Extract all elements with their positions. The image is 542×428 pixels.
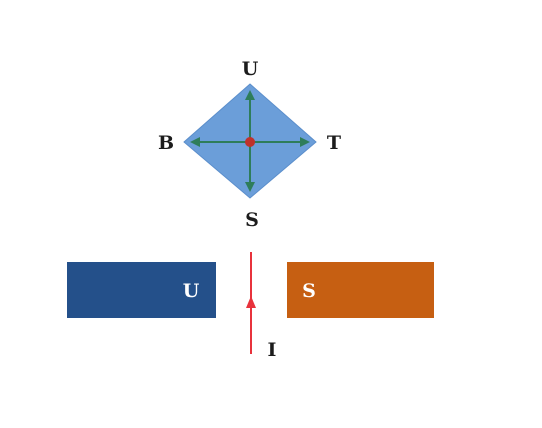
compass-label-bottom: S [245,209,259,231]
magnet-left-label: U [183,280,200,302]
magnet-right-body [287,262,434,318]
current-wire: I [246,252,277,361]
compass-label-top: U [242,58,259,80]
magnet-left: U [67,262,216,318]
magnet-left-body [67,262,216,318]
compass-label-right: T [327,132,341,154]
magnet-right: S [287,262,434,318]
compass: U B T S [158,58,341,231]
current-label: I [268,339,277,361]
compass-center-dot [245,137,255,147]
magnet-right-label: S [302,280,316,302]
compass-label-left: B [158,132,174,154]
current-direction-arrow-icon [246,296,256,308]
